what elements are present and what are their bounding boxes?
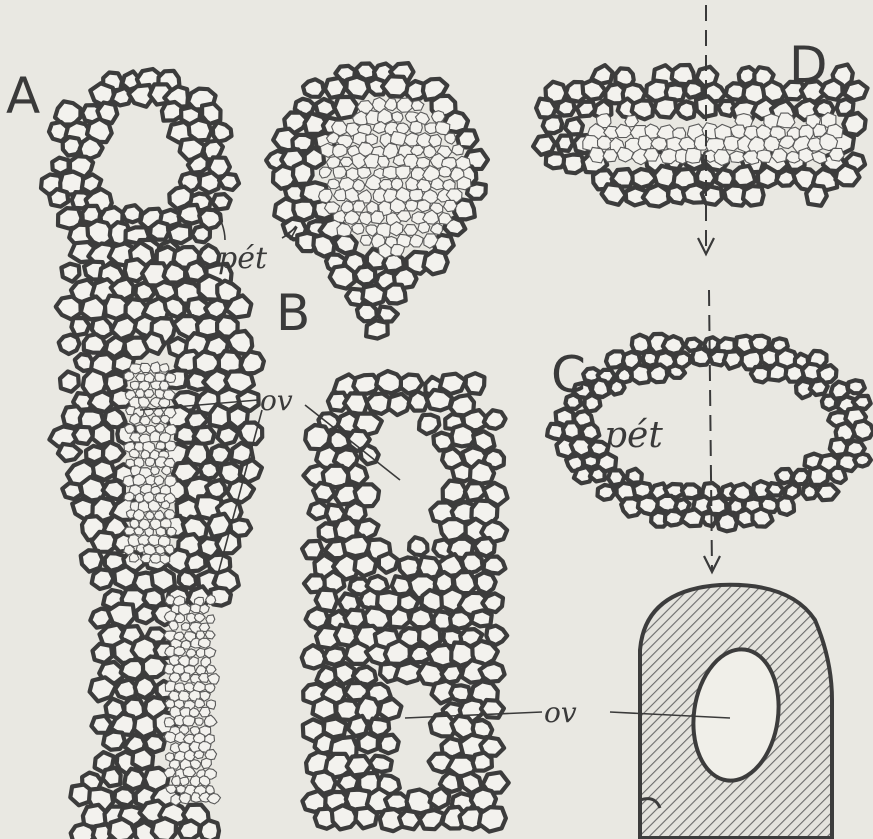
arrow-down-icon [704,556,720,572]
section-a-column [49,242,264,839]
panel-label-b: B [276,284,310,342]
label-pet-top: pét [218,241,268,276]
label-ov-bottom: ov [544,696,577,729]
panel-label-c: C [551,346,586,404]
label-ov-middle: ov [260,384,293,417]
label-pet-center: pét [604,415,663,456]
section-middle-column [302,371,509,832]
panel-label-a: A [6,67,40,125]
section-c-ring [547,334,873,531]
panel-label-d: D [789,36,828,94]
hatched-schematic [640,585,832,838]
